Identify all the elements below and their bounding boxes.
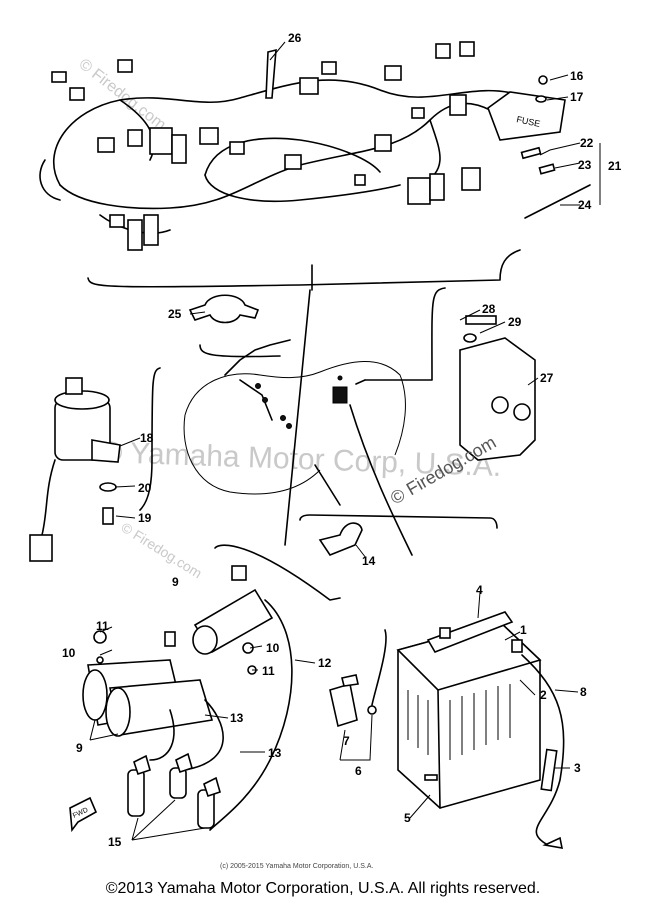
callout-6: 6 (355, 764, 362, 778)
callout-22: 22 (580, 136, 594, 150)
callout-2: 2 (540, 688, 547, 702)
frame-sketch (183, 339, 406, 495)
callout-28: 28 (482, 302, 496, 316)
fwd-arrow-icon: FWD (69, 796, 98, 833)
callout-17: 17 (570, 90, 584, 104)
leader-line (284, 289, 311, 546)
clamp-25 (188, 294, 281, 358)
fuse-box: FUSE (487, 91, 566, 141)
regulator-leader (364, 287, 446, 381)
battery-leader (349, 404, 413, 556)
voltage-regulator (459, 315, 536, 461)
callout-9-lower: 9 (76, 741, 83, 755)
callout-16: 16 (570, 69, 584, 83)
ignition-coils: FWD (69, 544, 341, 841)
svg-text:FUSE: FUSE (516, 114, 542, 129)
cable-tie-26 (265, 48, 277, 99)
callout-5: 5 (404, 811, 411, 825)
callout-13-upper: 13 (230, 711, 244, 725)
callout-14: 14 (362, 554, 376, 568)
callout-4: 4 (476, 583, 483, 597)
wire-harness: FUSE (39, 41, 591, 291)
callout-9-upper: 9 (172, 575, 179, 589)
callout-24: 24 (578, 198, 592, 212)
callout-20: 20 (138, 481, 152, 495)
callout-19: 19 (138, 511, 152, 525)
callout-10-left: 10 (62, 646, 76, 660)
ignition-switch (29, 367, 161, 562)
callout-11-left: 11 (96, 619, 109, 633)
callout-27: 27 (540, 371, 554, 385)
callout-29: 29 (508, 315, 522, 329)
leader-lines (99, 41, 601, 819)
battery-assembly (329, 611, 565, 849)
callout-8: 8 (580, 685, 587, 699)
callout-23: 23 (578, 158, 592, 172)
small-credit: (c) 2005-2015 Yamaha Motor Corporation, … (220, 863, 373, 870)
callout-21: 21 (608, 159, 622, 173)
callout-26: 26 (288, 31, 302, 45)
callout-10-right: 10 (266, 641, 280, 655)
copyright-footer: ©2013 Yamaha Motor Corporation, U.S.A. A… (105, 880, 541, 897)
callout-25: 25 (168, 307, 182, 321)
callout-7: 7 (343, 734, 350, 748)
callout-15: 15 (108, 835, 122, 849)
callout-11-right: 11 (262, 664, 275, 678)
exploded-parts-diagram: © Yamaha Motor Corp, U.S.A. © Firedog.co… (29, 31, 622, 870)
callout-13-lower: 13 (268, 746, 282, 760)
callout-3: 3 (574, 761, 581, 775)
callout-12: 12 (318, 656, 332, 670)
callout-1: 1 (520, 623, 527, 637)
watermark-firedog-left: © Firedog.com (118, 519, 205, 581)
clamp-14 (299, 464, 498, 556)
callout-18: 18 (140, 431, 154, 445)
